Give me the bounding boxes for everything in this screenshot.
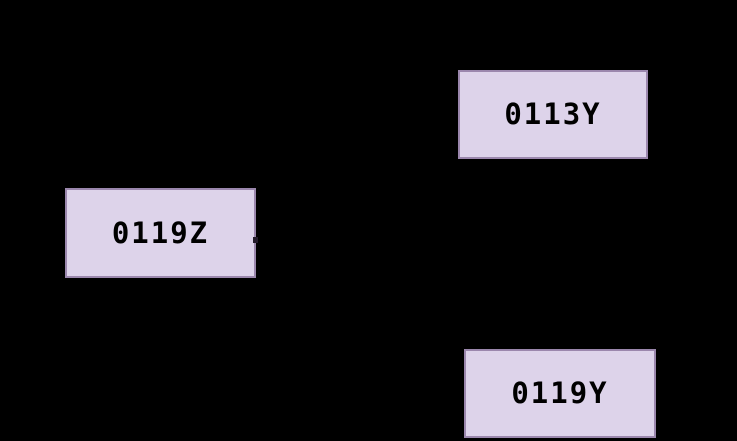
node-0119y-label: 0119Y <box>511 376 609 410</box>
connector-arrowhead-icon <box>253 237 258 243</box>
node-0119z-label: 0119Z <box>111 215 210 250</box>
node-0119y[interactable]: 0119Y <box>464 349 656 438</box>
node-0113y-label: 0113Y <box>504 97 602 131</box>
node-0119z[interactable]: 0119Z <box>65 188 256 278</box>
node-0113y[interactable]: 0113Y <box>458 70 648 159</box>
